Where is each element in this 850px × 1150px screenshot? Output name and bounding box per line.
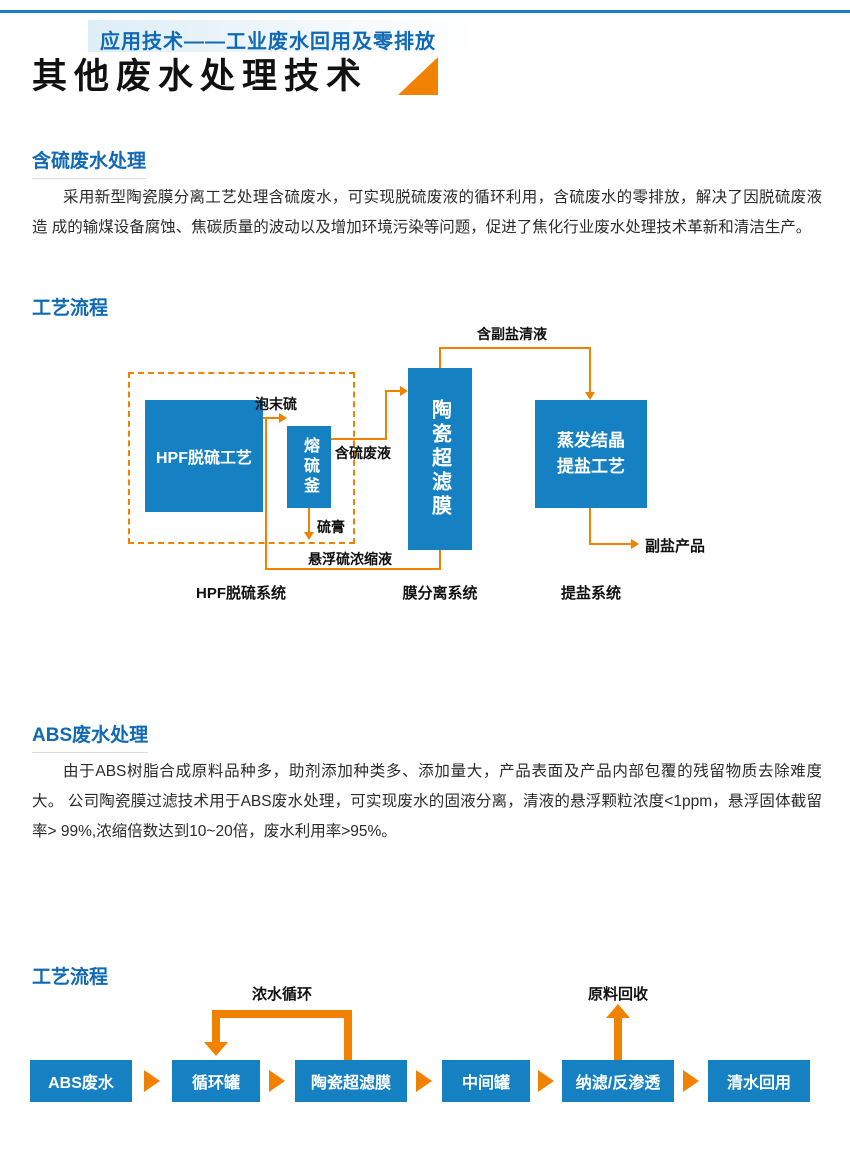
caption-salt-system: 提盐系统 [560, 585, 621, 602]
arrow-right-icon [416, 1070, 432, 1092]
banner-background [88, 20, 478, 52]
label-salt-clear-liquid: 含副盐清液 [477, 326, 547, 342]
label-sulfur-waste-liquid: 含硫废液 [335, 445, 391, 461]
evaporation-box-line1: 蒸发结晶 [557, 431, 625, 450]
circulation-tank-box: 循环罐 [172, 1060, 260, 1102]
sulfur-flow-diagram: HPF脱硫工艺 熔硫釜 陶瓷超滤膜 蒸发结晶 提盐工艺 泡末硫 含硫废液 硫膏 … [0, 320, 850, 610]
loop-line [614, 1018, 622, 1060]
flow-heading-abs: 工艺流程 [32, 967, 109, 988]
arrow-right-icon [683, 1070, 699, 1092]
flow-line [308, 508, 310, 532]
loop-line [212, 1010, 352, 1018]
intermediate-tank-box: 中间罐 [442, 1060, 530, 1102]
flow-line [589, 508, 591, 545]
evaporation-crystallization-box: 蒸发结晶 提盐工艺 [535, 400, 647, 508]
arrow-down-icon [585, 392, 595, 400]
ceramic-uf-membrane-box: 陶瓷超滤膜 [295, 1060, 407, 1102]
arrow-right-icon [269, 1070, 285, 1092]
loop-line [212, 1010, 220, 1042]
ceramic-membrane-box: 陶瓷超滤膜 [408, 368, 472, 550]
flow-line [385, 390, 387, 440]
arrow-right-icon [400, 386, 408, 396]
banner-title: 应用技术——工业废水回用及零排放 [100, 31, 436, 53]
arrow-up-icon [606, 1004, 630, 1018]
flow-line [385, 390, 400, 392]
label-suspended-concentrate: 悬浮硫浓缩液 [308, 551, 392, 567]
arrow-down-icon [204, 1042, 228, 1056]
hpf-system-dashed-boundary [128, 372, 355, 544]
abs-paragraph: 由于ABS树脂合成原料品种多，助剂添加种类多、添加量大，产品表面及产品内部包覆的… [32, 763, 822, 840]
section-heading-sulfur: 含硫废水处理 [32, 146, 147, 179]
flow-line [589, 347, 591, 392]
arrow-right-icon [631, 539, 639, 549]
triangle-icon [398, 57, 438, 95]
flow-line [265, 568, 441, 570]
sulfur-paragraph: 采用新型陶瓷膜分离工艺处理含硫废水，可实现脱硫废液的循环利用，含硫废水的零排放，… [32, 189, 822, 236]
flow-heading-sulfur: 工艺流程 [32, 298, 109, 319]
arrow-down-icon [304, 532, 314, 540]
label-concentrate-cycle: 浓水循环 [251, 986, 312, 1003]
flow-line [331, 438, 387, 440]
flow-line [263, 417, 280, 419]
arrow-right-icon [538, 1070, 554, 1092]
top-divider [0, 10, 850, 13]
caption-hpf-system: HPF脱硫系统 [195, 585, 286, 602]
arrow-right-icon [279, 413, 287, 423]
arrow-right-icon [144, 1070, 160, 1092]
flow-line [439, 347, 591, 349]
sulfur-melting-kettle-box: 熔硫釜 [287, 426, 331, 508]
loop-line [344, 1010, 352, 1060]
caption-membrane-system: 膜分离系统 [402, 585, 478, 602]
section-heading-abs: ABS废水处理 [32, 720, 149, 753]
flow-line [439, 347, 441, 368]
flow-line [439, 550, 441, 570]
label-material-recovery: 原料回收 [587, 986, 648, 1003]
abs-wastewater-box: ABS废水 [30, 1060, 132, 1102]
label-foam-sulfur: 泡末硫 [255, 396, 297, 412]
hpf-process-box: HPF脱硫工艺 [145, 400, 263, 512]
clean-water-reuse-box: 清水回用 [708, 1060, 810, 1102]
label-sulfur-paste: 硫膏 [317, 519, 345, 535]
flow-line [265, 418, 267, 570]
abs-flow-diagram: 浓水循环 原料回收 ABS废水 循环罐 陶瓷超滤膜 中间罐 纳滤/反渗透 清水回… [0, 980, 850, 1120]
flow-line [589, 543, 631, 545]
nanofiltration-ro-box: 纳滤/反渗透 [562, 1060, 674, 1102]
label-salt-product: 副盐产品 [645, 538, 706, 555]
evaporation-box-line2: 提盐工艺 [557, 457, 625, 476]
page-title: 其他废水处理技术 [32, 57, 369, 96]
